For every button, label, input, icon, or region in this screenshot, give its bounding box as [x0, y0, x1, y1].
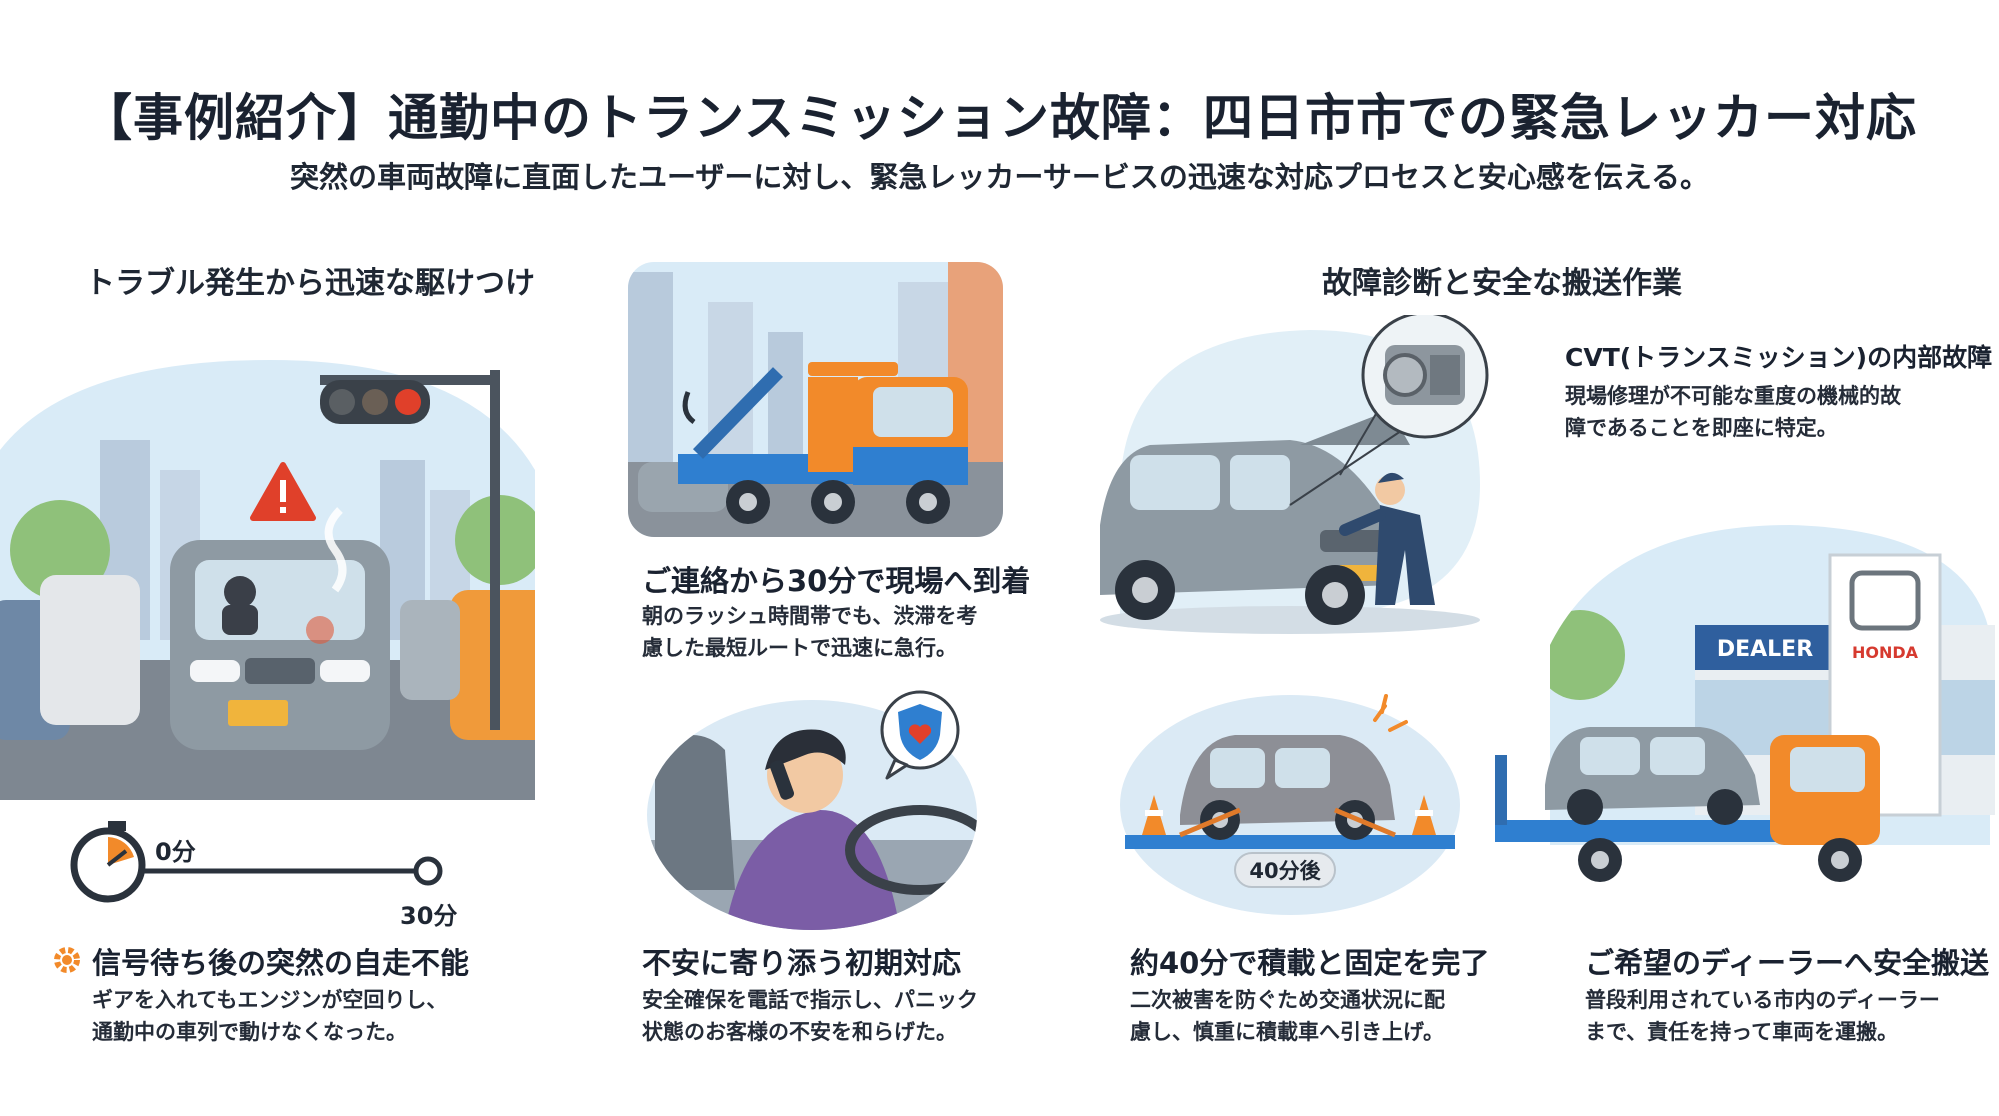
step-title-2: ご連絡から30分で現場へ到着 [642, 564, 1031, 598]
gear-icon [54, 947, 80, 973]
step-title-3: 不安に寄り添う初期対応 [642, 946, 962, 980]
step-body-5: 二次被害を防ぐため交通状況に配慮し、慎重に積載車へ引き上げ。 [1130, 988, 1445, 1044]
step-title-6: ご希望のディーラーへ安全搬送 [1585, 946, 1989, 980]
step-body-1: ギアを入れてもエンジンが空回りし、通勤中の車列で動けなくなった。 [92, 988, 448, 1044]
step-title-4: CVT(トランスミッション)の内部故障 [1565, 343, 1993, 372]
stopwatch-timeline [70, 821, 443, 903]
page-subtitle: 突然の車両故障に直面したユーザーに対し、緊急レッカーサービスの迅速な対応プロセス… [290, 160, 1709, 194]
page-title: 【事例紹介】通勤中のトランスミッション故障：四日市市での緊急レッカー対応 [82, 89, 1917, 147]
step-title-1: 信号待ち後の突然の自走不能 [92, 946, 470, 980]
mechanic-diagnosis-illustration [1100, 315, 1489, 634]
step-body-3: 安全確保を電話で指示し、パニック状態のお客様の不安を和らげた。 [642, 988, 978, 1044]
traffic-jam-illustration [0, 360, 535, 800]
brand-sign: HONDA [1852, 643, 1919, 662]
step-body-6: 普段利用されている市内のディーラーまで、責任を持って車両を運搬。 [1585, 988, 1940, 1044]
section-heading-left: トラブル発生から迅速な駆けつけ [85, 266, 535, 301]
phone-call-illustration [647, 690, 977, 930]
step-title-5: 約40分で積載と固定を完了 [1130, 946, 1490, 980]
step-body-2: 朝のラッシュ時間帯でも、渋滞を考慮した最短ルートで迅速に急行。 [642, 604, 978, 660]
loading-illustration: 40分後 [1120, 694, 1460, 915]
timeline-start-label: 0分 [155, 838, 196, 866]
section-heading-right: 故障診断と安全な搬送作業 [1322, 266, 1682, 301]
tow-truck-illustration [628, 262, 1003, 537]
dealer-sign: DEALER [1717, 637, 1813, 662]
elapsed-badge: 40分後 [1249, 859, 1321, 883]
step-body-4: 現場修理が不可能な重度の機械的故障であることを即座に特定。 [1565, 384, 1901, 440]
dealer-transport-illustration: DEALER HONDA [1495, 525, 1995, 882]
timeline-end-label: 30分 [400, 902, 458, 930]
